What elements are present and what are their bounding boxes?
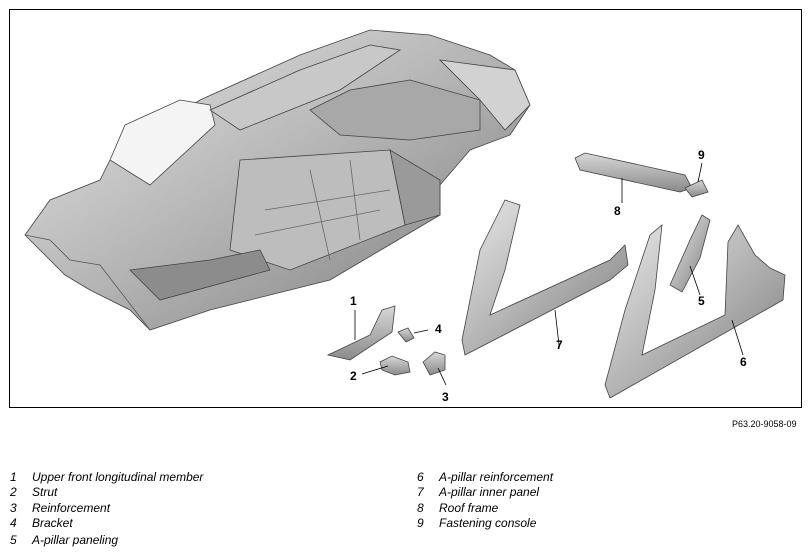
part-reinforcement — [422, 351, 446, 376]
part-a-pillar-inner-panel — [461, 199, 629, 356]
callout-4: 4 — [435, 322, 442, 336]
body-structure-drawing — [24, 29, 786, 399]
legend-number: 1 — [10, 470, 17, 484]
legend-text: Strut — [32, 485, 58, 499]
part-strut — [379, 355, 411, 376]
part-bracket — [397, 327, 415, 343]
diagram-frame: 1 2 3 4 5 6 7 8 9 — [9, 9, 802, 408]
callout-3: 3 — [442, 390, 449, 404]
leader-line-9 — [697, 162, 703, 183]
legend-number: 2 — [10, 485, 17, 499]
callout-7: 7 — [556, 338, 563, 352]
part-a-pillar-reinforcement — [604, 224, 786, 399]
legend-text: Upper front longitudinal member — [32, 470, 204, 484]
callout-8: 8 — [614, 204, 621, 218]
legend-text: A-pillar inner panel — [439, 485, 540, 499]
callout-6: 6 — [740, 355, 747, 369]
callout-2: 2 — [350, 369, 357, 383]
figure-reference: P63.20-9058-09 — [732, 419, 797, 429]
legend-text: Reinforcement — [32, 501, 111, 515]
legend-text: Bracket — [32, 516, 73, 530]
callout-9: 9 — [698, 148, 705, 162]
leader-line-7 — [554, 309, 560, 346]
car-body-shell — [24, 29, 531, 331]
part-fastening-console — [684, 179, 709, 198]
legend-number: 4 — [10, 516, 17, 530]
legend-number: 8 — [417, 501, 424, 515]
part-a-pillar-paneling — [669, 214, 711, 293]
legend-text: A-pillar paneling — [32, 533, 119, 547]
callout-1: 1 — [350, 294, 357, 308]
legend-number: 3 — [10, 501, 17, 515]
part-upper-front-longitudinal-member — [326, 305, 396, 361]
legend-number: 7 — [417, 485, 424, 499]
leader-line-3 — [437, 367, 447, 386]
legend-number: 5 — [10, 533, 17, 547]
part-roof-frame — [574, 152, 693, 193]
legend-number: 9 — [417, 516, 424, 530]
leader-line-4 — [413, 329, 429, 334]
callout-5: 5 — [698, 294, 705, 308]
leader-line-2 — [361, 365, 389, 375]
legend-text: Roof frame — [439, 501, 499, 515]
legend-number: 6 — [417, 470, 424, 484]
leader-line-6 — [731, 319, 744, 356]
leader-line-5 — [689, 265, 701, 296]
legend-text: A-pillar reinforcement — [439, 470, 554, 484]
legend-text: Fastening console — [439, 516, 537, 530]
